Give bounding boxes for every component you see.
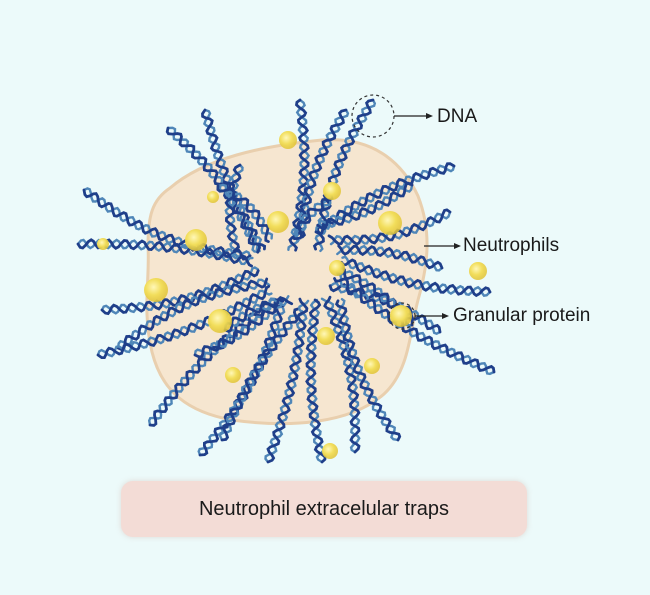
dna-strand: [193, 297, 285, 359]
dna-strand: [336, 244, 444, 272]
dna-strand: [116, 277, 271, 352]
dna-strand: [287, 98, 311, 252]
granular-protein-pointer-arrow: [442, 313, 449, 319]
granule: [364, 358, 380, 374]
dna-strand: [264, 297, 310, 464]
granule: [322, 443, 338, 459]
granular-proteins: [97, 131, 487, 459]
granule: [317, 327, 335, 345]
dna-label: DNA: [437, 106, 478, 127]
dna-strand: [316, 181, 414, 231]
granule: [267, 211, 289, 233]
neutrophils-label: Neutrophils: [463, 235, 560, 256]
granule: [208, 309, 232, 333]
dna-strand: [216, 183, 274, 243]
dna-strand: [218, 307, 304, 442]
granule: [207, 191, 219, 203]
granule: [185, 229, 207, 251]
granular-protein-label: Granular protein: [453, 305, 591, 326]
dna-strand: [292, 197, 332, 243]
granule: [225, 367, 241, 383]
dna-strand: [82, 187, 252, 261]
caption-box: Neutrophil extracelular traps: [121, 481, 527, 537]
dna-strands: [76, 98, 496, 464]
granule: [323, 182, 341, 200]
neutrophils-pointer-arrow: [454, 243, 461, 249]
granule: [279, 131, 297, 149]
granule: [469, 262, 487, 280]
granule: [144, 278, 168, 302]
granule: [97, 238, 109, 250]
dna-strand: [334, 298, 402, 442]
dna-strand: [96, 285, 273, 359]
dna-strand: [333, 272, 496, 376]
dna-strand: [340, 255, 492, 298]
dna-strand: [223, 295, 294, 333]
dna-strand: [305, 298, 327, 464]
granule: [329, 260, 345, 276]
granule: [378, 211, 402, 235]
granule: [390, 305, 412, 327]
dna-strand: [224, 163, 244, 254]
dna-pointer-arrow: [426, 113, 433, 119]
caption-text: Neutrophil extracelular traps: [198, 497, 450, 520]
